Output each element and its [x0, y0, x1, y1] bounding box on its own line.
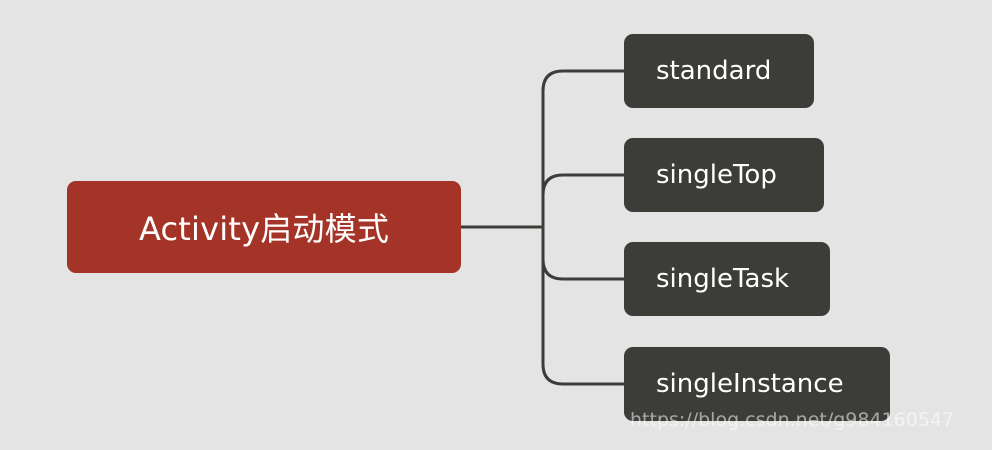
connector-branch-standard [541, 69, 626, 209]
child-node-standard: standard [624, 34, 814, 108]
child-node-singletop: singleTop [624, 138, 824, 212]
child-node-label: standard [656, 56, 772, 86]
root-node-activity-launch-modes: Activity启动模式 [67, 181, 461, 273]
child-node-singletask: singleTask [624, 242, 830, 316]
root-node-label: Activity启动模式 [138, 210, 390, 248]
connector-branch-singletask [541, 225, 626, 281]
watermark: https://blog.csdn.net/g984160547 [630, 409, 955, 431]
child-node-label: singleTop [656, 160, 777, 190]
child-node-singleinstance: singleInstance [624, 347, 890, 421]
child-node-label: singleTask [656, 264, 790, 294]
child-node-label: singleInstance [656, 369, 844, 399]
connector-branch-singleinstance [541, 225, 626, 386]
connector-branch-singletop [541, 173, 626, 229]
